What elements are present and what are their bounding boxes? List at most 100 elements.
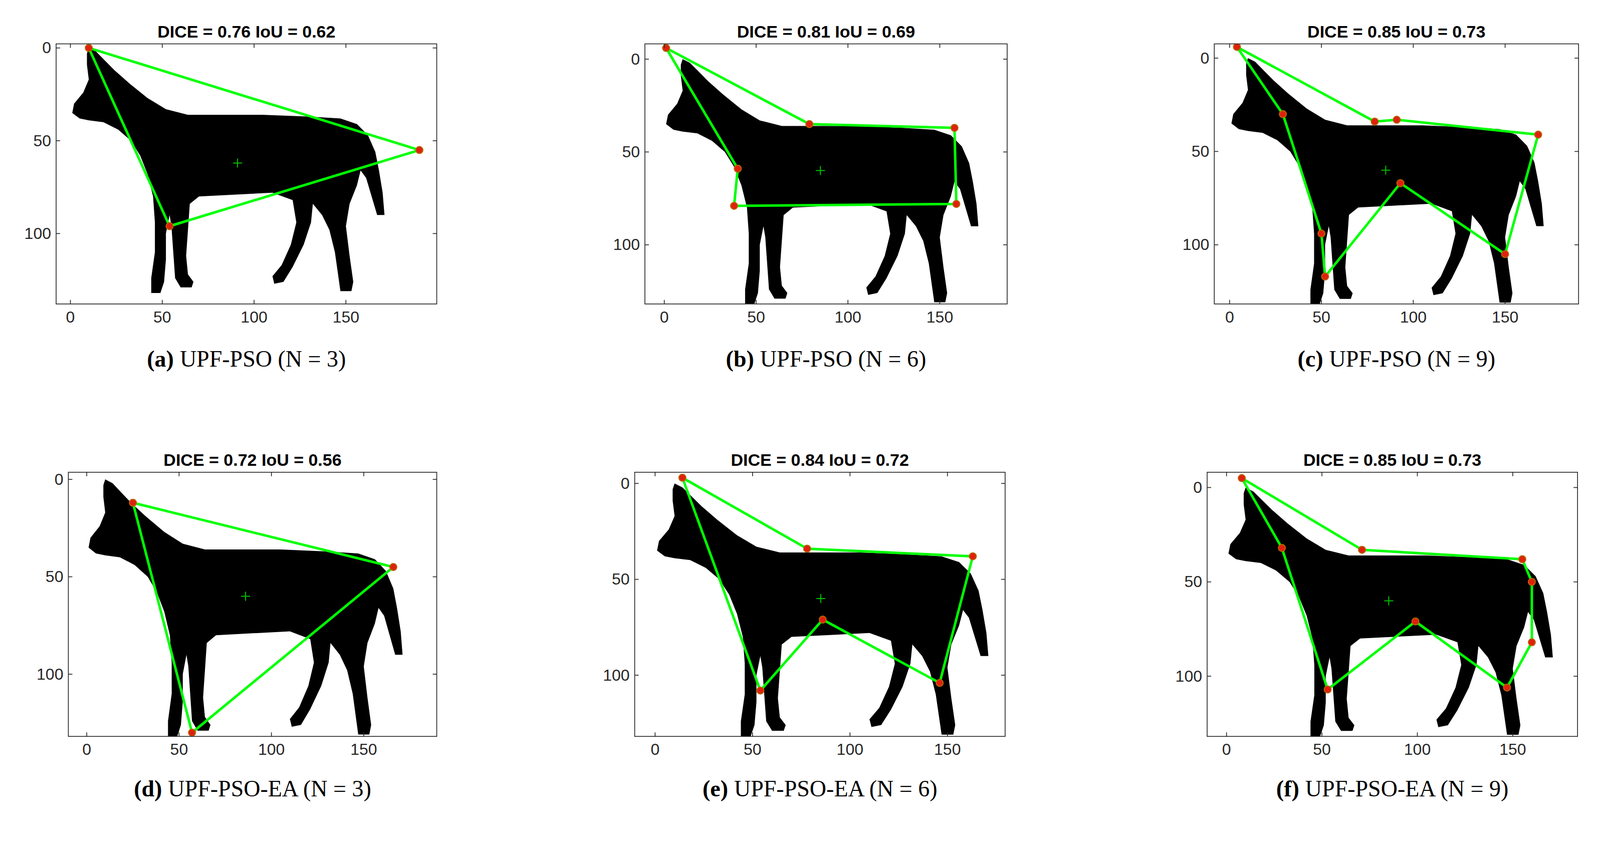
tick-mark xyxy=(432,47,437,49)
axes-background xyxy=(634,472,1006,737)
y-tick-label: 100 xyxy=(1175,667,1203,687)
centroid-marker xyxy=(815,165,825,175)
centroid-marker xyxy=(1384,596,1394,606)
fitted-polygon xyxy=(1241,478,1532,691)
tick-mark xyxy=(253,300,255,305)
tick-mark xyxy=(644,151,649,153)
tick-mark xyxy=(271,732,273,737)
tick-mark xyxy=(86,472,88,477)
tick-mark xyxy=(1207,581,1212,583)
x-tick-label: 50 xyxy=(170,740,189,760)
tick-mark xyxy=(755,300,757,305)
plot-area xyxy=(1207,472,1578,737)
fitted-polygon xyxy=(1236,47,1538,277)
centroid-marker xyxy=(1381,165,1391,175)
polygon-vertex xyxy=(734,165,742,173)
tick-mark xyxy=(849,732,851,737)
y-tick-label: 50 xyxy=(611,570,630,589)
axes-frame xyxy=(1214,44,1579,305)
polygon-vertex xyxy=(415,146,423,154)
x-tick-label: 50 xyxy=(153,308,172,327)
y-tick-label: 100 xyxy=(24,224,52,244)
x-tick-label: 150 xyxy=(934,740,961,760)
polygon-vertex xyxy=(678,474,687,482)
tick-mark xyxy=(1417,732,1419,737)
tick-mark xyxy=(1512,472,1514,477)
polygon-vertex xyxy=(1397,179,1405,187)
y-tick-label: 0 xyxy=(630,50,640,69)
tick-mark xyxy=(1214,57,1219,59)
subfigure-caption: (f)UPF-PSO-EA (N = 9) xyxy=(1276,775,1509,803)
polygon-vertex xyxy=(1370,118,1379,126)
tick-mark xyxy=(1229,44,1231,49)
axes-frame xyxy=(644,44,1008,305)
y-tick-label: 0 xyxy=(42,38,52,58)
plot-area xyxy=(56,44,437,305)
caption-letter: (a) xyxy=(146,345,174,373)
tick-mark xyxy=(644,244,649,246)
axes-frame xyxy=(1207,472,1578,737)
tick-mark xyxy=(56,47,61,49)
tick-mark xyxy=(1320,300,1322,305)
tick-mark xyxy=(847,44,849,49)
fitted-polygon xyxy=(88,48,420,227)
tick-mark xyxy=(70,300,72,305)
tick-mark xyxy=(161,44,163,49)
tick-mark xyxy=(363,732,365,737)
tick-mark xyxy=(752,472,754,477)
y-tick-label: 50 xyxy=(1191,142,1210,161)
x-tick-label: 50 xyxy=(743,740,762,760)
plot-area xyxy=(68,472,437,737)
tick-mark xyxy=(654,472,656,477)
polygon-vertex xyxy=(819,616,827,624)
tick-mark xyxy=(432,233,437,235)
polygon-vertex xyxy=(1534,131,1542,139)
y-tick-label: 100 xyxy=(602,666,630,685)
axes-frame xyxy=(56,44,437,305)
subplot-title: DICE = 0.76 IoU = 0.62 xyxy=(157,22,336,42)
tick-mark xyxy=(86,732,88,737)
x-tick-label: 50 xyxy=(747,308,766,327)
caption-letter: (b) xyxy=(726,345,755,373)
caption-text: UPF-PSO (N = 6) xyxy=(760,345,927,373)
polygon-vertex xyxy=(662,44,670,52)
tick-mark xyxy=(847,300,849,305)
tick-mark xyxy=(70,44,72,49)
caption-letter: (e) xyxy=(702,775,729,803)
x-tick-label: 150 xyxy=(350,740,377,760)
x-tick-label: 50 xyxy=(1312,308,1331,327)
tick-mark xyxy=(663,300,665,305)
axes-background xyxy=(68,472,437,737)
polygon-vertex xyxy=(1278,544,1286,552)
tick-mark xyxy=(432,576,437,578)
fitted-polygon xyxy=(132,503,394,734)
caption-text: UPF-PSO (N = 9) xyxy=(1329,345,1496,373)
horse-silhouette xyxy=(665,59,979,305)
polygon-vertex xyxy=(952,200,960,208)
tick-mark xyxy=(752,732,754,737)
horse-silhouette xyxy=(656,483,989,737)
subfigure-caption: (e)UPF-PSO-EA (N = 6) xyxy=(702,775,938,803)
x-tick-label: 0 xyxy=(650,740,660,760)
axes-background xyxy=(1207,472,1578,737)
tick-mark xyxy=(1413,300,1415,305)
tick-mark xyxy=(663,44,665,49)
x-tick-label: 0 xyxy=(66,308,76,327)
tick-mark xyxy=(178,732,180,737)
polygon-vertex xyxy=(1528,578,1536,586)
x-tick-label: 0 xyxy=(1222,740,1232,760)
plot-area xyxy=(644,44,1008,305)
polygon-vertex xyxy=(951,124,959,132)
polygon-vertex xyxy=(936,679,944,687)
polygon-vertex xyxy=(1238,475,1246,483)
tick-mark xyxy=(345,44,347,49)
polygon-vertex xyxy=(1233,44,1241,51)
tick-mark xyxy=(1226,472,1228,477)
tick-mark xyxy=(1207,487,1212,489)
centroid-marker xyxy=(241,591,251,601)
polygon-vertex xyxy=(85,44,93,52)
subfigure-caption: (a)UPF-PSO (N = 3) xyxy=(146,345,346,373)
plot-area xyxy=(634,472,1006,737)
x-tick-label: 50 xyxy=(1312,740,1331,760)
